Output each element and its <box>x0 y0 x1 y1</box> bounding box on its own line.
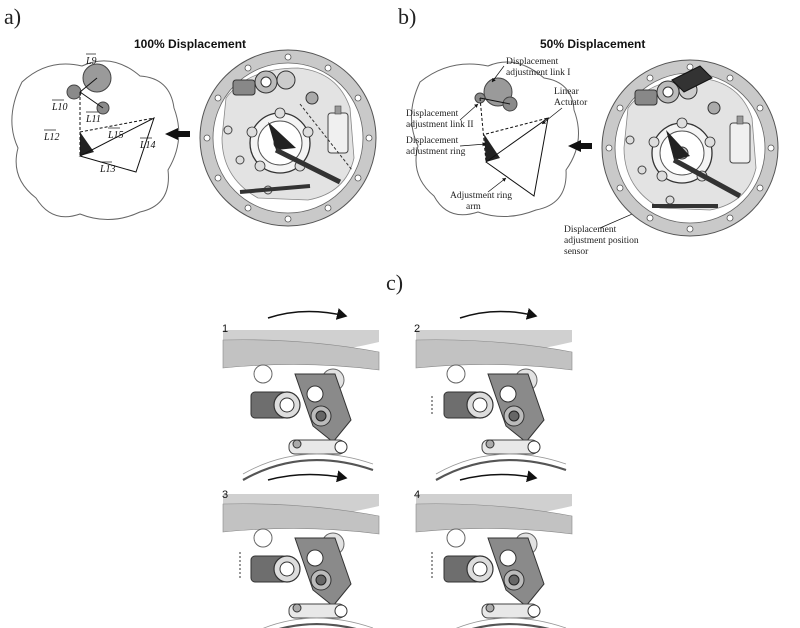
panel-a-ring-arm <box>274 147 342 185</box>
label-arm-line1: Adjustment ring <box>450 191 512 201</box>
panel-a-vector-overbars <box>44 53 152 163</box>
panel-a-dashed-diag <box>79 117 155 133</box>
vector-label-l12: L12 <box>43 132 60 143</box>
panel-a-ring-wedge <box>80 132 94 156</box>
closeup-frame-2: 2 <box>414 307 574 482</box>
vector-label-l14: L14 <box>139 140 156 151</box>
vector-label-l13: L13 <box>99 164 116 175</box>
panel-b-link <box>479 97 511 105</box>
panel-b-disk-wedge <box>666 130 690 160</box>
panel-b-ring-arm <box>672 157 742 199</box>
frame-number-2: 2 <box>414 323 420 335</box>
arrow-a-to-disk <box>165 128 190 140</box>
panel-a-brake-disk <box>199 49 377 227</box>
panel-b-schematic-outline <box>410 61 579 217</box>
panel-a-triangle <box>78 116 155 173</box>
panel-a-dashed-actuator-line <box>299 103 353 171</box>
label-sensor-line3: sensor <box>564 247 589 257</box>
label-actuator-line1: Linear <box>554 87 580 97</box>
closeup-frame-4: 4 <box>414 470 574 628</box>
panel-b-triangle <box>485 116 549 197</box>
label-ring-line2: adjustment ring <box>406 147 466 157</box>
panel-a-disk-wedge <box>268 122 296 150</box>
label-link1-line1: Displacement <box>506 57 559 67</box>
panel-a-title: 100% Displacement <box>134 37 246 51</box>
panel-a-pivot-small <box>66 84 82 100</box>
panel-a-vector-labels: L9 L10 L11 L12 L13 L14 L15 <box>43 56 156 175</box>
vector-label-l9: L9 <box>85 56 97 67</box>
frame-number-1: 1 <box>222 323 228 335</box>
label-actuator-line2: Actuator <box>554 98 588 108</box>
panel-b-callout-labels: Displacement adjustment link I Displacem… <box>406 57 639 257</box>
panel-label-a: a) <box>4 4 21 29</box>
panel-b-dashed-link <box>479 97 487 163</box>
panel-label-c: c) <box>386 270 403 295</box>
label-sensor-line2: adjustment position <box>564 236 639 246</box>
vector-label-l10: L10 <box>51 102 68 113</box>
arrow-b-to-disk <box>568 140 592 152</box>
frame-number-3: 3 <box>222 489 228 501</box>
label-link1-line2: adjustment link I <box>506 68 570 78</box>
label-link2-line1: Displacement <box>406 109 459 119</box>
panel-b-title: 50% Displacement <box>540 37 645 51</box>
closeup-frame-3: 3 <box>221 470 381 628</box>
closeup-frame-1: 1 <box>221 308 381 482</box>
panel-a-schematic-outline <box>11 60 180 220</box>
vector-label-l15: L15 <box>107 130 124 141</box>
panel-b-dashed-diag <box>485 117 549 135</box>
label-link2-line2: adjustment link II <box>406 120 474 130</box>
panel-b-actuator-link <box>671 65 713 93</box>
panel-a-link <box>79 91 104 109</box>
frame-number-4: 4 <box>414 489 420 501</box>
panel-a-link-top <box>79 77 98 93</box>
panel-label-b: b) <box>398 4 416 29</box>
label-sensor-line1: Displacement <box>564 225 617 235</box>
panel-a-position-sensor <box>239 184 311 194</box>
vector-label-l11: L11 <box>85 114 101 125</box>
label-ring-line1: Displacement <box>406 136 459 146</box>
label-arm-line2: arm <box>466 202 481 212</box>
